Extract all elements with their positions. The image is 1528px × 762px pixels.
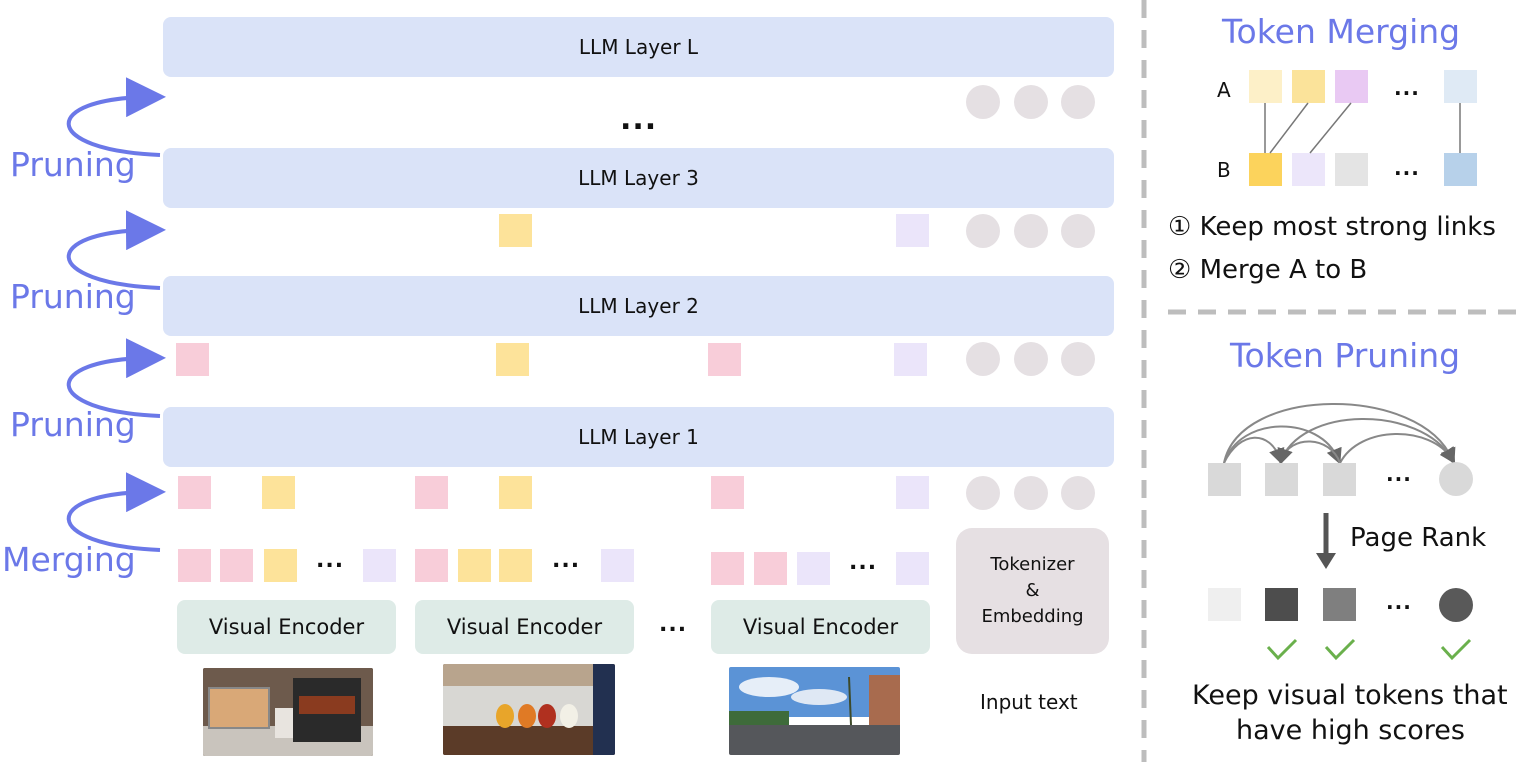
text-token [1014, 476, 1048, 510]
visual-token [894, 343, 927, 376]
visual-token [896, 552, 929, 585]
llm-layer-1: LLM Layer 1 [163, 407, 1114, 467]
tokenizer-embedding-box: Tokenizer & Embedding [956, 528, 1109, 654]
merge-ellipsis-b: ... [1394, 156, 1420, 180]
visual-token [264, 549, 297, 582]
layer-ellipsis: ... [620, 102, 658, 137]
prune-ellipsis-bottom: ... [1386, 590, 1412, 614]
photo-toaster [203, 668, 373, 756]
token-ellipsis: ... [316, 548, 345, 573]
visual-token [363, 549, 396, 582]
tokenizer-line1: Tokenizer [990, 554, 1075, 575]
visual-encoder-label: Visual Encoder [208, 615, 365, 639]
llm-layer-l: LLM Layer L [163, 17, 1114, 77]
encoder-ellipsis: ... [659, 612, 688, 637]
llm-layer-3: LLM Layer 3 [163, 148, 1114, 208]
visual-token [496, 343, 529, 376]
curved-arrows [66, 77, 166, 552]
text-token [1061, 214, 1095, 248]
text-token [1014, 342, 1048, 376]
llm-layer-2-label: LLM Layer 2 [578, 294, 699, 318]
page-rank-label: Page Rank [1350, 523, 1487, 553]
tokenizer-line2: & [1025, 580, 1040, 601]
photo-street [729, 667, 900, 755]
text-token [966, 476, 1000, 510]
text-token [1061, 476, 1095, 510]
tokenizer-line3: Embedding [981, 606, 1084, 627]
text-token [966, 342, 1000, 376]
visual-token [415, 476, 448, 509]
pruning-caption-line1: Keep visual tokens that [1192, 680, 1508, 711]
visual-token [711, 476, 744, 509]
visual-token [797, 552, 830, 585]
visual-token [601, 549, 634, 582]
text-token [966, 85, 1000, 119]
merging-label: Merging [2, 540, 136, 579]
pruning-label-top: Pruning [10, 145, 136, 184]
visual-token [220, 549, 253, 582]
visual-token [754, 552, 787, 585]
visual-token [499, 214, 532, 247]
photo-juice-bar [443, 664, 615, 755]
pruning-label-low: Pruning [10, 405, 136, 444]
arrow-pruning-mid [66, 210, 166, 290]
visual-encoder-1: Visual Encoder [177, 600, 396, 654]
merge-step-1: ① Keep most strong links [1168, 212, 1496, 242]
llm-layer-1-label: LLM Layer 1 [578, 425, 699, 449]
llm-layer-l-label: LLM Layer L [578, 35, 699, 59]
merge-ellipsis-a: ... [1394, 76, 1420, 100]
text-token [1014, 214, 1048, 248]
merging-graph [1249, 70, 1477, 186]
visual-encoder-label: Visual Encoder [446, 615, 603, 639]
pruning-caption-line2: have high scores [1236, 715, 1465, 746]
visual-token [176, 343, 209, 376]
token-pruning-title: Token Pruning [1230, 336, 1461, 375]
visual-encoder-2: Visual Encoder [415, 600, 634, 654]
visual-token [415, 549, 448, 582]
visual-encoder-3: Visual Encoder [711, 600, 930, 654]
visual-token [896, 476, 929, 509]
prune-ellipsis-top: ... [1386, 462, 1412, 486]
llm-layer-3-label: LLM Layer 3 [578, 166, 699, 190]
row-b-label: B [1217, 158, 1231, 182]
visual-token [896, 214, 929, 247]
visual-token [262, 476, 295, 509]
text-token [1061, 85, 1095, 119]
text-token [966, 214, 1000, 248]
llm-layer-2: LLM Layer 2 [163, 276, 1114, 336]
token-ellipsis: ... [849, 550, 878, 575]
visual-token [178, 476, 211, 509]
visual-token [499, 476, 532, 509]
visual-token [499, 549, 532, 582]
visual-encoder-label: Visual Encoder [742, 615, 899, 639]
arrow-merging [66, 472, 166, 552]
panel-separators [1141, 0, 1528, 762]
arrow-pruning-top [66, 77, 166, 157]
text-token [1061, 342, 1095, 376]
merge-step-2: ② Merge A to B [1168, 255, 1368, 285]
pruning-label-mid: Pruning [10, 277, 136, 316]
pruning-graph [1208, 403, 1473, 661]
token-ellipsis: ... [552, 548, 581, 573]
visual-token [708, 343, 741, 376]
visual-token [711, 552, 744, 585]
row-a-label: A [1217, 78, 1231, 102]
visual-token [178, 549, 211, 582]
visual-token [458, 549, 491, 582]
arrow-pruning-low [66, 338, 166, 418]
text-token [1014, 85, 1048, 119]
token-merging-title: Token Merging [1222, 12, 1461, 51]
input-text-label: Input text [980, 690, 1078, 714]
